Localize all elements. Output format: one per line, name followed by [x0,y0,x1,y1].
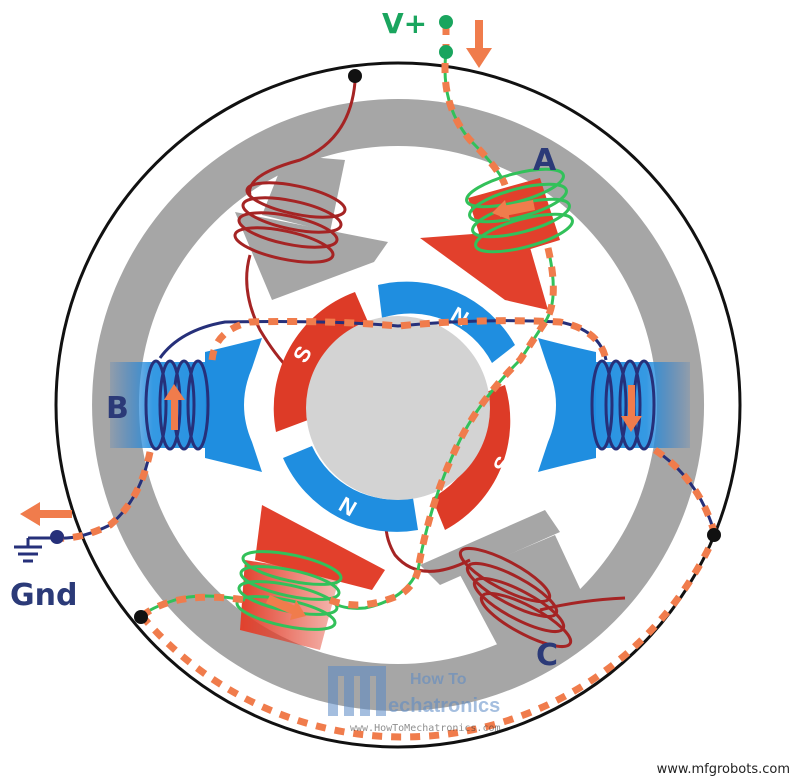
rotor-magnet-n-bottom [283,446,418,532]
terminal-dot-vplus [439,15,453,29]
phase-a-label: A [533,143,557,178]
terminal-dot-right [707,528,721,542]
current-arrow-vplus [466,20,492,68]
current-arrow-phase-a [492,200,535,220]
watermark-line2: echatronics [388,695,500,717]
terminal-dot-vplus-lower [439,45,453,59]
v-plus-label: V+ [382,7,427,40]
rotor-magnet-s-right [432,385,511,530]
credit-text: www.mfgrobots.com [657,762,790,777]
current-arrow-phase-b [164,384,185,430]
stator-tooth-right [538,338,690,472]
terminal-dot-top [348,69,362,83]
gnd-label: Gnd [10,578,77,613]
current-arrow-gnd [20,502,72,526]
current-arrow-right [621,385,642,432]
current-path [54,25,719,741]
rotor-magnet-s-left [273,292,368,432]
terminal-dot-gnd [50,530,64,544]
watermark-line1: How To [410,671,467,688]
phase-c-label: C [536,638,558,673]
rotor-magnet-n-top [378,281,515,363]
rotor [273,281,520,532]
watermark-url: www.HowToMechatronics.com [350,723,501,734]
terminal-dot-left [134,610,148,624]
current-arrow-bottom-left [266,595,306,620]
watermark-logo: How To echatronics www.HowToMechatronics… [328,666,501,734]
rotor-core [306,316,490,500]
winding-top-left [233,81,357,372]
outer-wire-ring [54,61,742,749]
ground-icon [14,536,52,563]
winding-right [590,359,656,451]
phase-b-label: B [106,391,129,426]
